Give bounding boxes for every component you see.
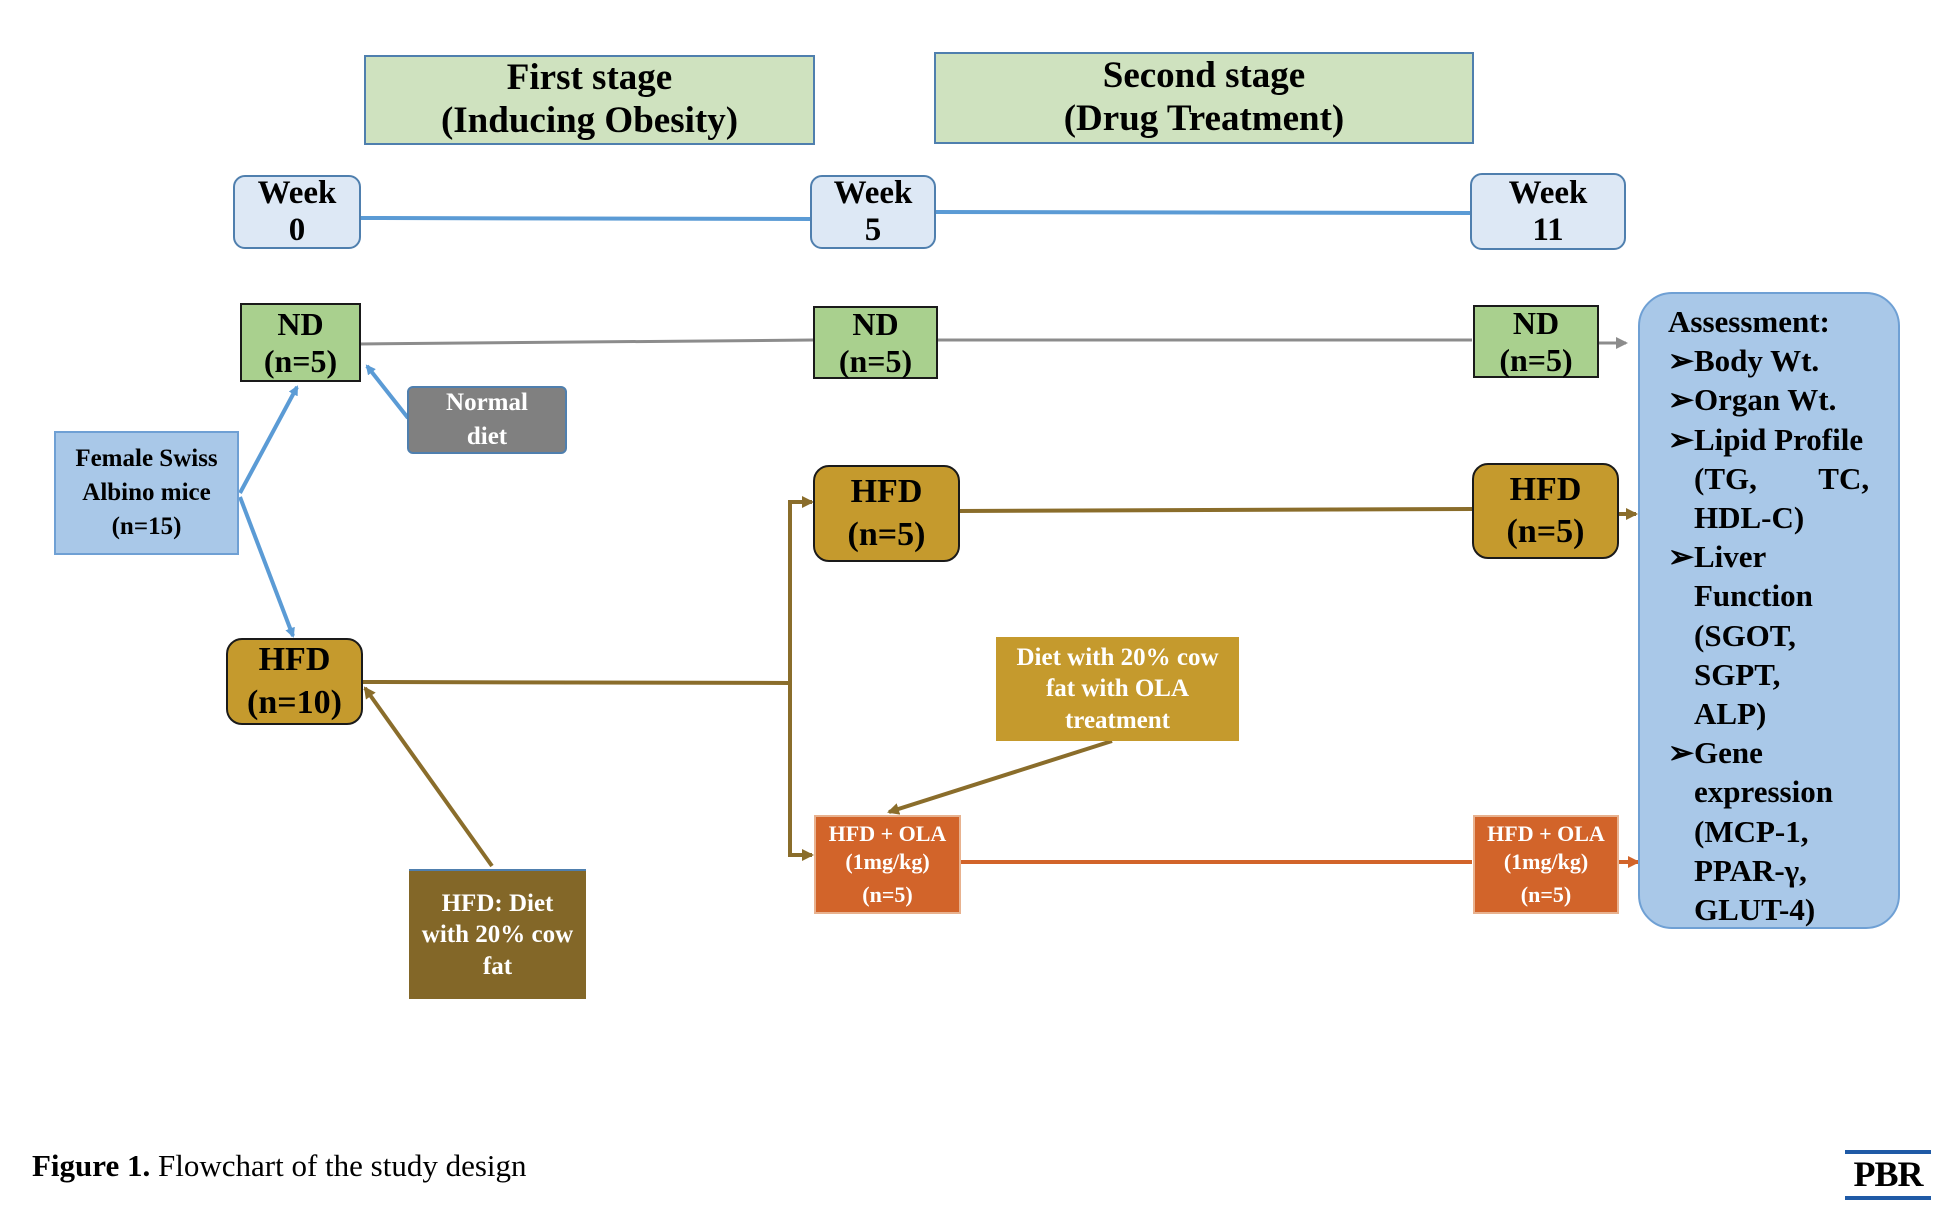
node-line: (1mg/kg) <box>1503 848 1589 874</box>
figure-caption: Figure 1. Flowchart of the study design <box>32 1148 527 1184</box>
node-line: (n=5) <box>1499 341 1573 378</box>
first-stage-title: First stage <box>506 57 673 99</box>
node-line: ND <box>277 305 324 342</box>
mice-to-hfd-arrow <box>238 496 295 638</box>
node-line: (n=5) <box>1506 513 1585 550</box>
second-stage-title: Second stage <box>1102 55 1306 97</box>
node-line: (n=5) <box>847 515 926 553</box>
assessment-line: Body Wt. <box>1694 343 1820 379</box>
nd-week5-node: ND (n=5) <box>813 306 938 379</box>
node-line: HFD <box>1509 470 1582 508</box>
week-11-marker: Week 11 <box>1470 173 1626 250</box>
assessment-title: Assessment: <box>1668 304 1830 339</box>
assessment-line: Gene <box>1694 735 1763 771</box>
figure-caption-text: Flowchart of the study design <box>150 1148 527 1183</box>
node-line: ND <box>852 305 899 342</box>
assessment-line: Function <box>1694 578 1813 614</box>
node-line: treatment <box>1064 706 1171 734</box>
normal-diet-label: Normal diet <box>407 386 567 454</box>
assessment-item-gene-expression: Gene expression (MCP-1, PPAR-γ, GLUT-4) <box>1668 733 1886 929</box>
timeline-week5-week11 <box>933 210 1471 215</box>
first-stage-subtitle: (Inducing Obesity) <box>440 100 739 141</box>
node-line: ND <box>1512 304 1560 341</box>
hfd-week0-node: HFD (n=10) <box>226 638 363 725</box>
hfd-week11-node: HFD (n=5) <box>1472 463 1619 559</box>
assessment-line: PPAR-γ, <box>1694 852 1807 888</box>
node-line: (n=15) <box>111 512 182 540</box>
week-0-marker: Week 0 <box>233 175 361 249</box>
week-5-marker: Week 5 <box>810 175 936 249</box>
node-line: Normal <box>446 389 528 417</box>
node-line: (n=5) <box>838 342 913 379</box>
node-line: Albino mice <box>82 479 211 507</box>
hfd-diet-description: HFD: Diet with 20% cow fat <box>409 869 586 999</box>
second-stage-header: Second stage (Drug Treatment) <box>934 52 1474 144</box>
week-number: 11 <box>1532 211 1564 248</box>
figure-caption-label: Figure 1. <box>32 1148 151 1183</box>
node-line: (n=5) <box>263 342 338 379</box>
assessment-line: Liver <box>1694 539 1767 575</box>
ola-diet-description: Diet with 20% cow fat with OLA treatment <box>996 637 1239 741</box>
node-line: Female Swiss <box>75 445 218 473</box>
assessment-line: expression <box>1694 774 1833 810</box>
assessment-line: GLUT-4) <box>1694 892 1816 928</box>
nd-week0-node: ND (n=5) <box>240 303 361 382</box>
first-stage-header: First stage (Inducing Obesity) <box>364 55 815 145</box>
assessment-line: Lipid Profile <box>1694 421 1864 457</box>
assessment-item-organ-weight: Organ Wt. <box>1668 380 1886 419</box>
week-number: 0 <box>288 212 306 248</box>
node-line: fat <box>482 952 513 980</box>
assessment-panel: Assessment: Body Wt. Organ Wt. Lipid Pro… <box>1638 292 1900 929</box>
nd-line-week0-week5 <box>357 338 814 346</box>
hfd-line-week5-week11 <box>957 507 1473 513</box>
node-line: with 20% cow <box>421 921 574 949</box>
hfd-diet-arrow <box>363 686 494 868</box>
assessment-item-lipid-profile: Lipid Profile (TG, TC, HDL-C) <box>1668 420 1886 538</box>
assessment-line: ALP) <box>1694 696 1767 732</box>
hfd-line-to-branch <box>361 680 791 685</box>
nd-week11-node: ND (n=5) <box>1473 305 1599 378</box>
mice-to-nd-arrow <box>238 385 299 494</box>
node-line: HFD + OLA <box>828 821 947 847</box>
assessment-line: (SGOT, <box>1694 617 1796 653</box>
ola-diet-arrow <box>887 739 1113 815</box>
node-line: (n=5) <box>862 882 913 908</box>
normal-diet-arrow <box>365 364 410 420</box>
assessment-item-body-weight: Body Wt. <box>1668 341 1886 380</box>
week-number: 5 <box>864 212 882 248</box>
hfd-ola-week5-node: HFD + OLA (1mg/kg) (n=5) <box>814 815 961 914</box>
journal-logo: PBR <box>1845 1150 1931 1200</box>
second-stage-subtitle: (Drug Treatment) <box>1063 98 1345 139</box>
node-line: Diet with 20% cow <box>1016 644 1219 672</box>
node-line: (n=10) <box>247 683 342 721</box>
node-line: diet <box>466 423 508 450</box>
node-line: (1mg/kg) <box>845 848 930 874</box>
node-line: fat with OLA <box>1045 675 1190 703</box>
node-line: HFD <box>258 641 331 678</box>
node-line: HFD <box>850 473 923 510</box>
assessment-line: (TG, TC, <box>1694 460 1870 496</box>
assessment-line: SGPT, <box>1694 656 1781 692</box>
hfd-ola-week11-node: HFD + OLA (1mg/kg) (n=5) <box>1473 815 1619 914</box>
timeline-week0-week5 <box>358 216 813 221</box>
assessment-line: Organ Wt. <box>1694 382 1837 418</box>
assessment-list: Body Wt. Organ Wt. Lipid Profile (TG, TC… <box>1668 341 1886 929</box>
week-label: Week <box>257 175 337 212</box>
assessment-line: (MCP-1, <box>1694 813 1809 849</box>
hfd-week5-node: HFD (n=5) <box>813 465 960 562</box>
node-line: (n=5) <box>1520 882 1572 908</box>
assessment-line: HDL-C) <box>1694 500 1805 536</box>
node-line: HFD: Diet <box>441 890 554 918</box>
week-label: Week <box>1508 174 1588 211</box>
assessment-item-liver-function: Liver Function (SGOT, SGPT, ALP) <box>1668 537 1886 733</box>
node-line: HFD + OLA <box>1487 821 1605 847</box>
week-label: Week <box>833 175 913 212</box>
female-swiss-albino-mice-node: Female Swiss Albino mice (n=15) <box>54 431 239 555</box>
